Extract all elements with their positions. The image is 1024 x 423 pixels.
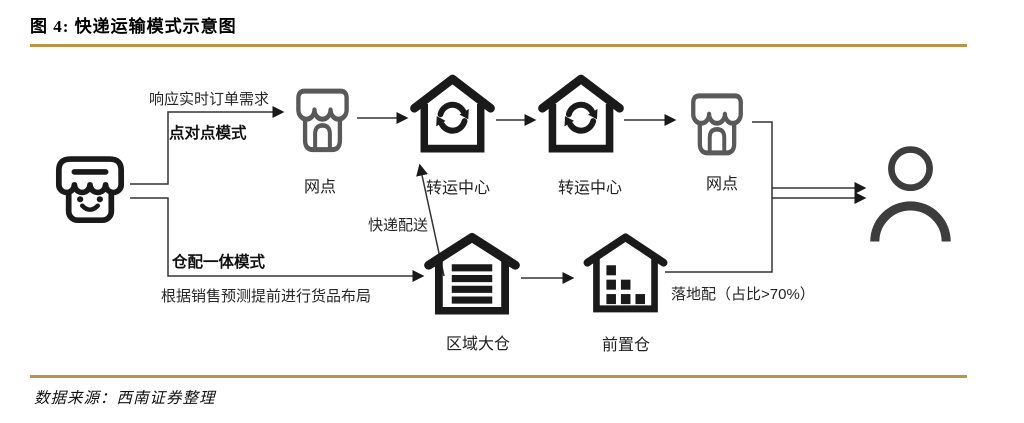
transfer-center-icon — [538, 74, 624, 153]
label-front-warehouse: 前置仓 — [601, 337, 650, 354]
label-outlet-left: 网点 — [303, 179, 336, 196]
annotation-warehouse-mode: 仓配一体模式 — [172, 254, 266, 271]
regional-warehouse-icon — [424, 233, 520, 315]
data-source: 数据来源：西南证券整理 — [34, 390, 216, 407]
front-warehouse-icon — [583, 233, 668, 313]
annotation-last-mile-delivery: 落地配（占比>70%） — [671, 286, 815, 303]
consumer-person-icon — [870, 146, 951, 242]
outlet-store-icon — [296, 88, 349, 153]
transfer-center-icon — [410, 74, 495, 153]
bottom-divider — [30, 375, 967, 378]
annotation-realtime-demand: 响应实时订单需求 — [149, 91, 270, 108]
merchant-shop-icon — [55, 156, 125, 223]
label-regional-warehouse: 区域大仓 — [445, 336, 510, 353]
annotation-warehouse-desc: 根据销售预测提前进行货品布局 — [161, 288, 372, 305]
annotation-p2p-mode: 点对点模式 — [169, 125, 247, 142]
label-outlet-right: 网点 — [705, 176, 738, 193]
label-transfer-center-2: 转运中心 — [557, 180, 622, 197]
outlet-store-icon — [691, 93, 743, 156]
top-divider — [30, 44, 967, 47]
label-transfer-center-1: 转运中心 — [425, 180, 490, 197]
annotation-express-delivery: 快递配送 — [368, 217, 429, 234]
figure-title: 图 4: 快递运输模式示意图 — [30, 17, 237, 36]
